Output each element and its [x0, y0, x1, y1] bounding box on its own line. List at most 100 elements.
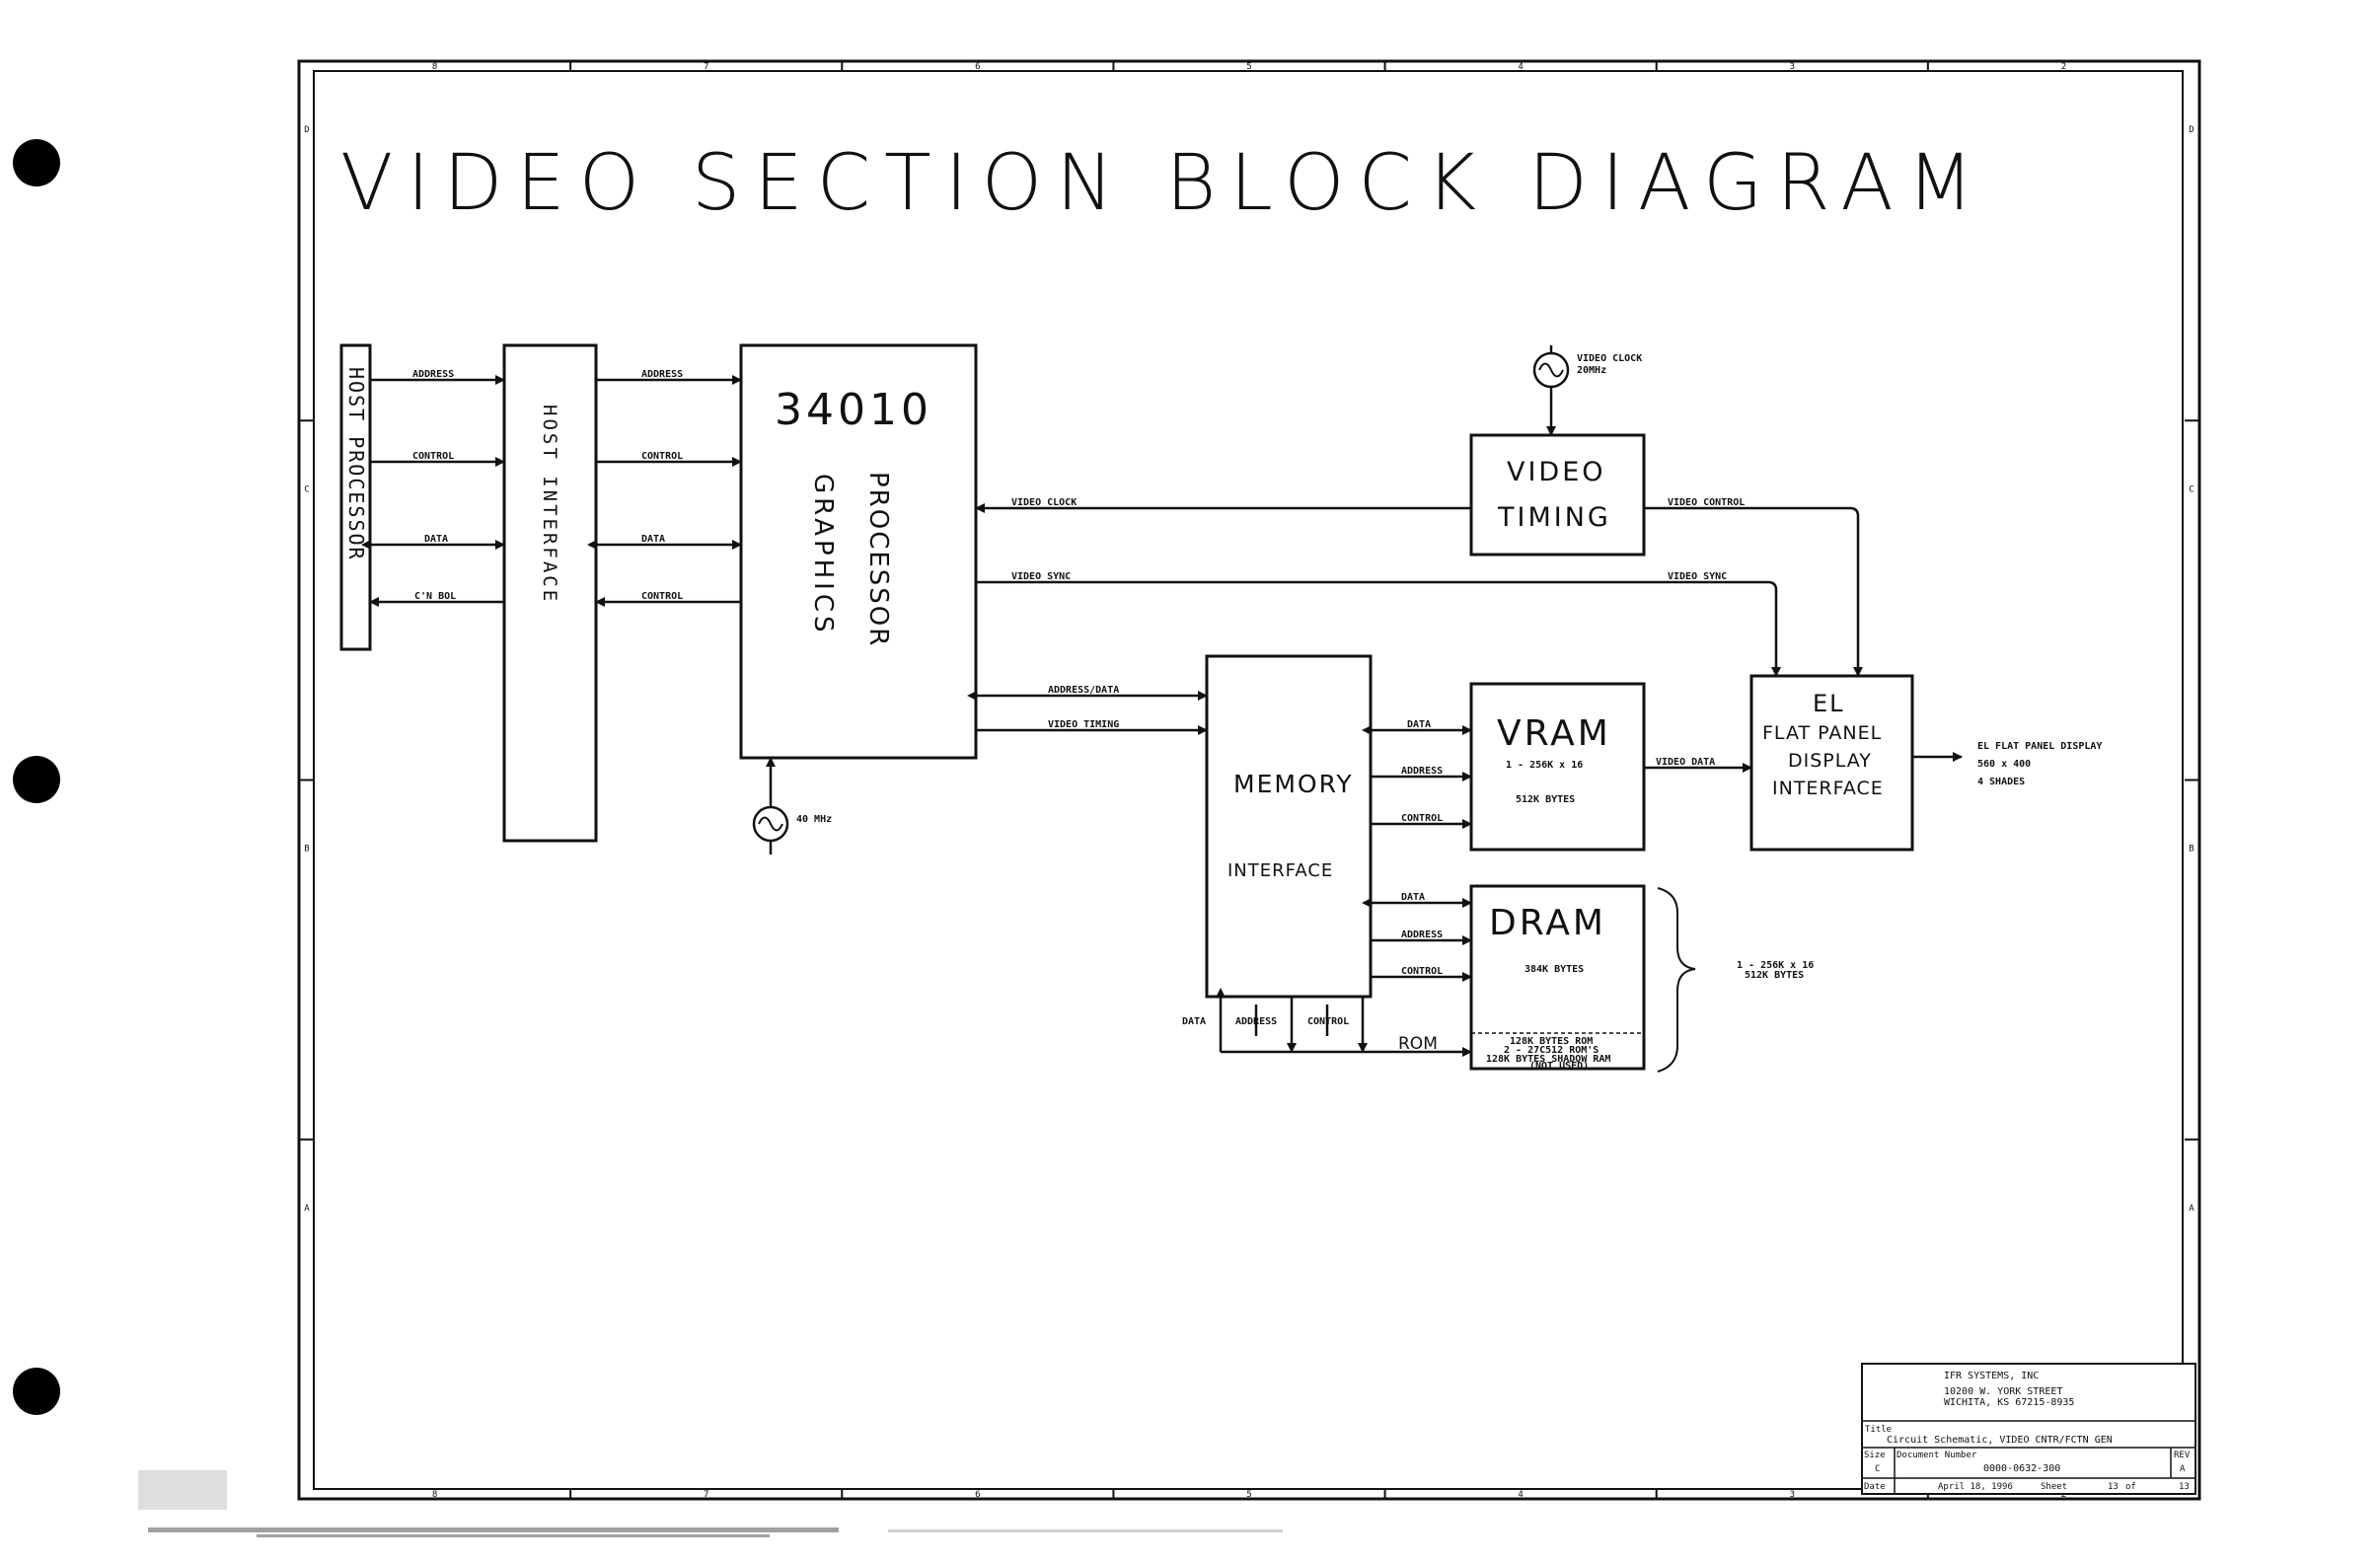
tb-title-value: Circuit Schematic, VIDEO CNTR/FCTN GEN [1887, 1435, 2113, 1446]
host-control2-label: C'N BOL [414, 591, 456, 602]
tb-docnum-value: 0000-0632-300 [1983, 1463, 2060, 1474]
video-data-label: VIDEO DATA [1656, 757, 1715, 768]
rom-bus-data-label: DATA [1182, 1016, 1206, 1027]
zone-marker-right: D [2189, 125, 2194, 135]
zone-marker-top: 7 [704, 62, 708, 72]
dram-brace-note-1: 1 - 256K x 16 [1737, 960, 1814, 971]
video-oscillator-freq: 20MHz [1577, 365, 1606, 376]
vram-data-label: DATA [1407, 719, 1431, 730]
video-timing-label-1: VIDEO [1507, 457, 1606, 487]
tb-size-value: C [1875, 1464, 1880, 1474]
video-sync-bus [976, 580, 1781, 677]
gsp-graphics-label: GRAPHICS [808, 474, 838, 636]
dram-address-label: ADDRESS [1401, 930, 1443, 940]
sine-glyph [1538, 362, 1564, 378]
video-control-bus [1644, 506, 1863, 677]
title-block: IFR SYSTEMS, INC 10200 W. YORK STREET WI… [1861, 1363, 2196, 1495]
tb-of-value: 13 [2179, 1482, 2190, 1492]
sine-glyph [758, 816, 783, 832]
video-timing-label-2: TIMING [1497, 502, 1611, 533]
host-interface-label: HOST INTERFACE [539, 405, 560, 604]
output-note-3: 4 SHADES [1977, 777, 2025, 787]
el-label-3: DISPLAY [1788, 750, 1872, 772]
dram-title: DRAM [1489, 903, 1606, 943]
zone-marker-bottom: 6 [975, 1490, 980, 1500]
zone-marker-top: 6 [975, 62, 980, 72]
host-interface-block [502, 343, 598, 843]
memory-label: MEMORY [1233, 770, 1354, 798]
punch-hole [13, 756, 60, 803]
if-address-label: ADDRESS [641, 369, 683, 380]
vram-address-label: ADDRESS [1401, 766, 1443, 777]
rom-line-2: 2 - 27C512 ROM'S [1504, 1045, 1599, 1056]
tb-address-2: WICHITA, KS 67215-8935 [1944, 1397, 2074, 1408]
video-timing-block [1469, 433, 1646, 557]
dram-control-label: CONTROL [1401, 966, 1443, 977]
video-sync-label: VIDEO SYNC [1011, 571, 1071, 582]
dram-brace [1657, 887, 1696, 1073]
rom-line-1: 128K BYTES ROM [1510, 1036, 1593, 1047]
video-oscillator-label: VIDEO CLOCK [1577, 353, 1642, 364]
video-clock-label: VIDEO CLOCK [1011, 497, 1077, 508]
tb-sheet-label: Sheet [2041, 1482, 2067, 1492]
host-data-label: DATA [424, 534, 448, 545]
gsp-oscillator-label: 40 MHz [796, 814, 832, 825]
vram-control-label: CONTROL [1401, 813, 1443, 824]
tb-sheet-value: 13 [2108, 1482, 2119, 1492]
zone-marker-left: D [304, 125, 309, 135]
dram-data-label: DATA [1401, 892, 1425, 903]
dram-brace-note-2: 512K BYTES [1745, 970, 1804, 981]
rom-line-3: 128K BYTES SHADOW RAM [1486, 1054, 1610, 1065]
host-address-label: ADDRESS [412, 369, 454, 380]
host-processor-block [339, 343, 372, 651]
rom-bus-control-label: CONTROL [1307, 1016, 1349, 1027]
video-control-label: VIDEO CONTROL [1668, 497, 1745, 508]
punch-hole [13, 1368, 60, 1415]
dram-bytes: 384K BYTES [1525, 964, 1584, 975]
vram-spec: 1 - 256K x 16 [1506, 760, 1583, 771]
zone-marker-bottom: 7 [704, 1490, 708, 1500]
host-processor-label: HOST PROCESSOR [344, 367, 368, 561]
zone-marker-bottom: 8 [432, 1490, 437, 1500]
zone-marker-left: A [304, 1204, 310, 1214]
diagram-title: VIDEO SECTION BLOCK DIAGRAM [340, 139, 1987, 228]
tb-address-1: 10200 W. YORK STREET [1944, 1386, 2062, 1397]
el-label-4: INTERFACE [1772, 778, 1884, 799]
zone-marker-right: A [2189, 1204, 2194, 1214]
tb-rev-value: A [2180, 1464, 2186, 1474]
el-label-2: FLAT PANEL [1762, 722, 1882, 744]
memory-interface-block [1205, 654, 1373, 999]
tb-title-label: Title [1865, 1425, 1892, 1435]
el-label-1: EL [1813, 690, 1845, 717]
zone-marker-left: B [304, 845, 309, 855]
rom-label: ROM [1398, 1034, 1438, 1054]
zone-marker-top: 5 [1246, 62, 1251, 72]
zone-marker-top: 4 [1518, 62, 1523, 72]
zone-marker-left: C [304, 484, 309, 494]
if-control2-label: CONTROL [641, 591, 683, 602]
frame-labels: 87654328765432DDCCBBAA [304, 62, 2194, 1500]
output-note-1: EL FLAT PANEL DISPLAY [1977, 741, 2102, 752]
el-interface-block [1749, 674, 1914, 852]
punch-hole [13, 139, 60, 186]
zone-marker-top: 2 [2061, 62, 2066, 72]
zone-marker-bottom: 5 [1246, 1490, 1251, 1500]
gsp-processor-label: PROCESSOR [863, 472, 893, 647]
tb-docnum-label: Document Number [1897, 1451, 1977, 1460]
address-data-label: ADDRESS/DATA [1048, 685, 1119, 696]
graphics-processor-block [739, 343, 978, 760]
if-data-label: DATA [641, 534, 665, 545]
tb-of-label: of [2125, 1482, 2136, 1492]
zone-marker-bottom: 3 [1790, 1490, 1795, 1500]
tb-rev-label: REV [2174, 1451, 2191, 1460]
tb-company: IFR SYSTEMS, INC [1944, 1371, 2039, 1381]
rom-line-4: (NOT USED) [1529, 1061, 1589, 1072]
host-control-label: CONTROL [412, 451, 454, 462]
scan-noise [138, 1470, 1283, 1537]
video-timing-bus-label: VIDEO TIMING [1048, 719, 1119, 730]
gsp-number: 34010 [775, 385, 932, 435]
tb-size-label: Size [1864, 1451, 1886, 1460]
zone-marker-right: C [2189, 484, 2194, 494]
zone-marker-bottom: 4 [1518, 1490, 1523, 1500]
